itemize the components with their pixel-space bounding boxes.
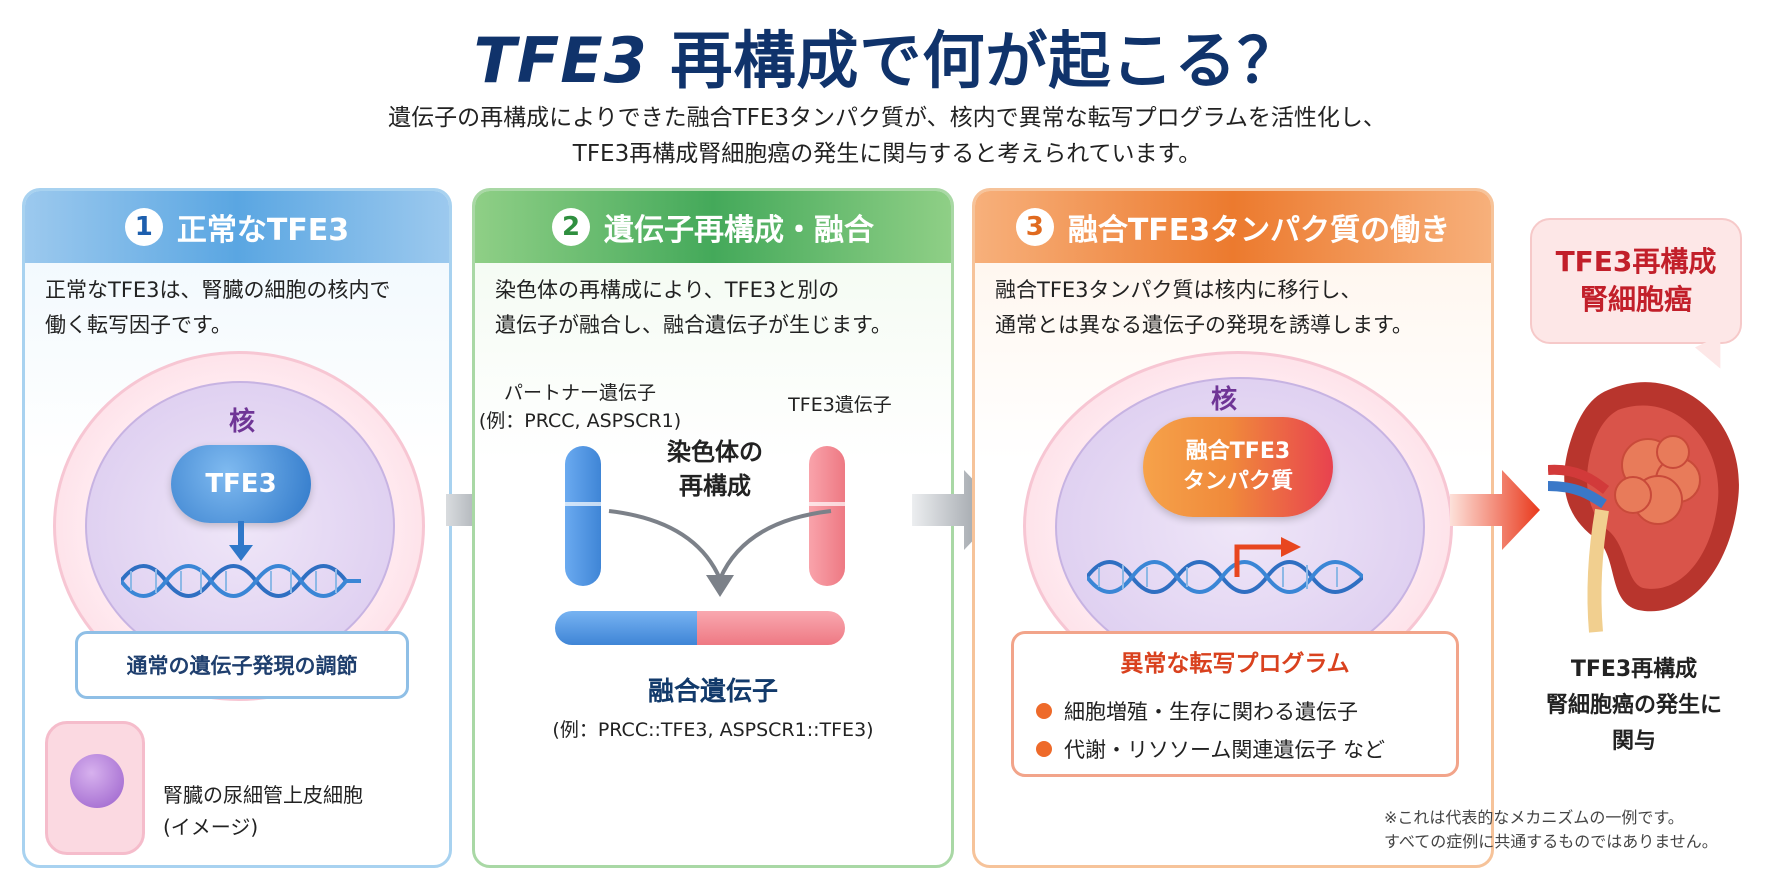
- outcome-caption-line-1: TFE3再構成: [1570, 657, 1698, 682]
- partner-gene-label-line-1: パートナー遺伝子: [503, 382, 656, 404]
- program-item-text: 代謝・リソソーム関連遺伝子 など: [1064, 738, 1386, 762]
- tubular-cell-caption-line-1: 腎臓の尿細管上皮細胞: [163, 783, 363, 807]
- step-number-2: 2: [552, 208, 590, 246]
- outcome-caption-line-3: 関与: [1611, 729, 1656, 754]
- tfe3-protein: TFE3: [171, 445, 311, 523]
- activation-arrow-icon: [1234, 537, 1301, 577]
- fusion-protein-label-line-2: タンパク質: [1182, 469, 1293, 494]
- panel-2-desc-line-1: 染色体の再構成により、TFE3と別の: [495, 278, 840, 302]
- fusion-tfe3-protein: 融合TFE3 タンパク質: [1143, 417, 1333, 517]
- panel-2-header: 2 遺伝子再構成・融合: [475, 191, 951, 263]
- kidney-tumor-icon: [1548, 382, 1739, 633]
- rearrangement-label: 染色体の 再構成: [625, 435, 805, 503]
- cancer-callout-line-1: TFE3再構成: [1555, 245, 1717, 278]
- panel-fusion-protein: 3 融合TFE3タンパク質の働き 融合TFE3タンパク質は核内に移行し、 通常と…: [972, 188, 1494, 868]
- panel-2-description: 染色体の再構成により、TFE3と別の 遺伝子が融合し、融合遺伝子が生じます。: [495, 273, 935, 343]
- tubular-cell-image: [45, 721, 145, 855]
- dna-helix: [1087, 537, 1363, 594]
- subtitle: 遺伝子の再構成によりできた融合TFE3タンパク質が、核内で異常な転写プログラムを…: [0, 100, 1774, 172]
- tubular-cell-caption-line-2: (イメージ): [163, 815, 259, 839]
- down-arrow-icon: [229, 521, 253, 561]
- small-nucleus: [70, 754, 124, 808]
- panel-1-heading: 正常なTFE3: [176, 213, 350, 248]
- panel-3-heading: 融合TFE3タンパク質の働き: [1067, 213, 1451, 248]
- fusion-tfe3-segment: [697, 611, 845, 645]
- rearrangement-label-line-2: 再構成: [679, 472, 751, 500]
- panel-2-desc-line-2: 遺伝子が融合し、融合遺伝子が生じます。: [495, 313, 892, 337]
- tfe3-gene-label: TFE3遺伝子: [788, 394, 892, 416]
- rearrangement-label-line-1: 染色体の: [667, 438, 763, 466]
- arrow-right-icon: [1450, 470, 1540, 550]
- panel-1-desc-line-2: 働く転写因子です。: [45, 313, 232, 337]
- partner-chromosome: [565, 446, 601, 586]
- partner-gene-label-line-2: (例：PRCC, ASPSCR1): [478, 410, 682, 432]
- panel-3-header: 3 融合TFE3タンパク質の働き: [975, 191, 1491, 263]
- title-ja: 再構成で何が起こる？: [670, 24, 1301, 97]
- disclaimer-line-2: すべての症例に共通するものではありません。: [1384, 832, 1718, 851]
- cancer-callout-line-2: 腎細胞癌: [1579, 283, 1692, 316]
- panel-3-desc-line-1: 融合TFE3タンパク質は核内に移行し、: [995, 278, 1362, 302]
- fusion-gene-example: (例：PRCC::TFE3, ASPSCR1::TFE3): [552, 719, 874, 741]
- program-item: 細胞増殖・生存に関わる遺伝子: [1036, 696, 1358, 726]
- panel-1-desc-line-1: 正常なTFE3は、腎臓の細胞の核内で: [45, 278, 391, 302]
- bullet-icon: [1036, 703, 1052, 719]
- step-number-3: 3: [1015, 208, 1054, 246]
- bullet-icon: [1036, 741, 1052, 757]
- page-title: TFE3 再構成で何が起こる？: [0, 10, 1774, 100]
- outcome-caption-line-2: 腎細胞癌の発生に: [1545, 693, 1722, 718]
- disclaimer-line-1: ※これは代表的なメカニズムの一例です。: [1384, 808, 1684, 827]
- panel-3-description: 融合TFE3タンパク質は核内に移行し、 通常とは異なる遺伝子の発現を誘導します。: [995, 273, 1475, 343]
- fusion-gene-title: 融合遺伝子: [647, 677, 778, 707]
- tubular-cell-caption: 腎臓の尿細管上皮細胞 (イメージ): [163, 779, 363, 843]
- title-en: TFE3: [473, 24, 648, 97]
- panel-gene-fusion: 2 遺伝子再構成・融合 染色体の再構成により、TFE3と別の 遺伝子が融合し、融…: [472, 188, 954, 868]
- step-number-1: 1: [124, 208, 163, 246]
- panel-1-description: 正常なTFE3は、腎臓の細胞の核内で 働く転写因子です。: [45, 273, 433, 343]
- fusion-partner-segment: [555, 611, 697, 645]
- cancer-callout: TFE3再構成 腎細胞癌: [1530, 218, 1742, 344]
- program-item-text: 細胞増殖・生存に関わる遺伝子: [1064, 700, 1358, 724]
- program-item: 代謝・リソソーム関連遺伝子 など: [1036, 734, 1385, 764]
- merge-arrows-icon: [608, 509, 832, 597]
- regulation-box: 通常の遺伝子発現の調節: [75, 631, 409, 699]
- nucleus-label: 核: [229, 407, 256, 437]
- partner-gene-label: パートナー遺伝子 (例：PRCC, ASPSCR1): [475, 379, 685, 435]
- fusion-gene-bar: [555, 611, 845, 645]
- disclaimer-note: ※これは代表的なメカニズムの一例です。 すべての症例に共通するものではありません…: [1384, 806, 1718, 854]
- panel-1-header: 1 正常なTFE3: [25, 191, 449, 263]
- subtitle-line-2: TFE3再構成腎細胞癌の発生に関与すると考えられています。: [572, 141, 1202, 167]
- dna-helix: [121, 521, 361, 598]
- fusion-protein-label-line-1: 融合TFE3: [1185, 439, 1291, 464]
- abnormal-program-title: 異常な転写プログラム: [1120, 651, 1350, 677]
- panel-normal-tfe3: 1 正常なTFE3 正常なTFE3は、腎臓の細胞の核内で 働く転写因子です。 核…: [22, 188, 452, 868]
- subtitle-line-1: 遺伝子の再構成によりできた融合TFE3タンパク質が、核内で異常な転写プログラムを…: [388, 105, 1386, 131]
- panel-2-heading: 遺伝子再構成・融合: [604, 213, 874, 248]
- tfe3-chromosome: [809, 446, 845, 586]
- panel-3-desc-line-2: 通常とは異なる遺伝子の発現を誘導します。: [995, 313, 1413, 337]
- nucleus-label: 核: [1211, 385, 1238, 415]
- abnormal-program-box: 異常な転写プログラム 細胞増殖・生存に関わる遺伝子 代謝・リソソーム関連遺伝子 …: [1011, 631, 1459, 777]
- outcome-caption: TFE3再構成 腎細胞癌の発生に 関与: [1514, 652, 1754, 760]
